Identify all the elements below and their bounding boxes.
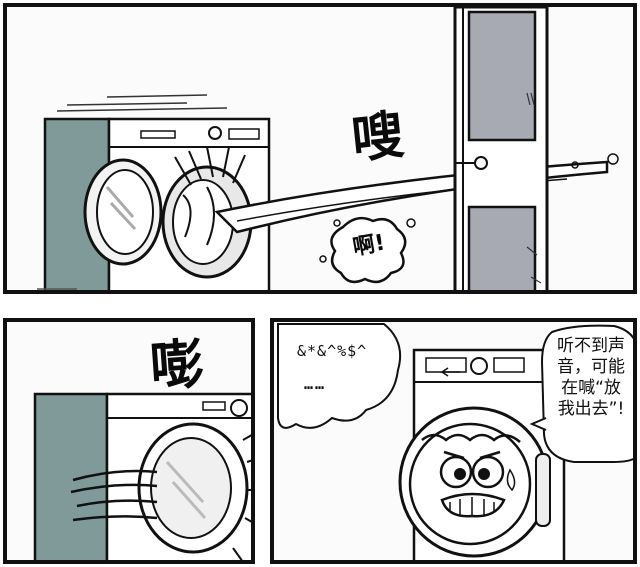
panel-top: 嗖 啊!: [3, 3, 637, 294]
whoosh-sound-effect: 嗖: [349, 105, 406, 171]
speech-bubble: [540, 324, 633, 463]
panel-top-art: [37, 7, 619, 290]
panel-bottom-left: 嘭: [3, 318, 255, 564]
ah-burst: [330, 216, 407, 284]
panel-bottom-left-art: [33, 392, 251, 560]
speech-line-2: 音，可能: [557, 357, 625, 377]
speech-text: 听不到声 音，可能 在喊“放 我出去”!: [546, 336, 633, 420]
muffled-noise-2: ……: [304, 375, 327, 393]
panel-bottom-right-art: [277, 323, 633, 560]
speech-line-1: 听不到声: [557, 336, 625, 356]
panel-bottom-right: &*&^%$^ …… 听不到声 音，可能 在喊“放 我出去”!: [270, 318, 637, 564]
washer-side: [33, 392, 109, 560]
bang-sound-effect: 嘭: [147, 332, 207, 399]
speech-line-4: 我出去”!: [557, 399, 625, 419]
ah-sound-effect: 啊!: [350, 230, 387, 261]
washer-side: [43, 117, 111, 290]
noise-bubble: [277, 323, 402, 429]
muffled-noise-1: &*&^%$^: [297, 342, 368, 360]
speech-line-3: 在喊“放: [561, 378, 621, 398]
